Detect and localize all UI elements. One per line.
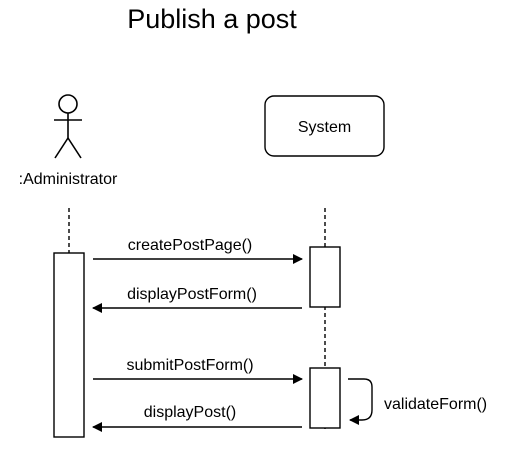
system-activation-bar [309, 246, 341, 308]
actor-icon [54, 94, 82, 159]
system-activation-bar [309, 367, 341, 429]
self-call-arrow [348, 378, 373, 425]
message-display-post-form: displayPostForm() [92, 286, 302, 313]
actor-activation-bar [53, 252, 85, 438]
system-label: System [298, 119, 351, 136]
message-display-post: displayPost() [92, 404, 302, 432]
message-submit-post-form: submitPostForm() [93, 357, 303, 384]
message-label: validateForm() [384, 396, 487, 413]
message-label: submitPostForm() [126, 357, 253, 374]
message-label: displayPost() [144, 404, 236, 421]
diagram-title: Publish a post [127, 4, 297, 34]
message-label: createPostPage() [128, 237, 253, 254]
message-validate-form: validateForm() [348, 378, 487, 425]
system-participant-box [264, 95, 385, 157]
message-label: displayPostForm() [127, 286, 257, 303]
actor-label: :Administrator [19, 171, 118, 188]
message-create-post-page: createPostPage() [93, 237, 303, 264]
